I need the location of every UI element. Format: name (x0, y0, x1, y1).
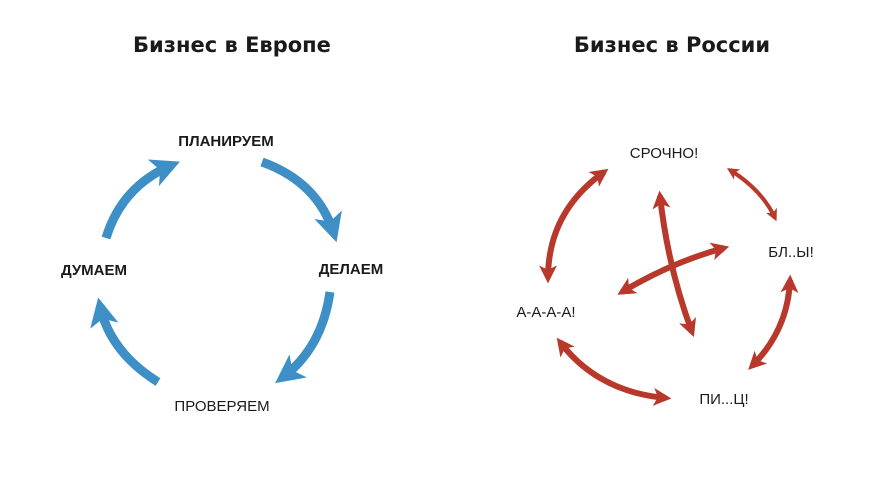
europe-node-check: ПРОВЕРЯЕМ (174, 398, 269, 415)
arrow-aaaa-to-urgent (539, 168, 609, 284)
arrow-check-to-think (90, 297, 161, 386)
arrow-urgent-to-blya (726, 168, 777, 222)
russia-title: Бизнес в России (574, 33, 770, 57)
europe-node-think: ДУМАЕМ (61, 262, 127, 279)
europe-node-plan: ПЛАНИРУЕМ (178, 133, 273, 150)
europe-node-do: ДЕЛАЕМ (319, 261, 384, 278)
europe-diagram: Бизнес в Европе ПЛАНИРУЕМ ДЕЛАЕМ ПРОВЕРЯ… (61, 33, 383, 415)
arrow-pizdec-to-aaaa (556, 337, 672, 406)
russia-node-pizdec: ПИ...Ц! (699, 391, 748, 408)
arrow-plan-to-do (260, 157, 342, 243)
russia-node-urgent: СРОЧНО! (630, 145, 699, 162)
arrow-think-to-plan (101, 159, 180, 240)
russia-diagram: Бизнес в России СРОЧНО! БЛ..Ы! ПИ...Ц! А… (516, 33, 813, 408)
arrow-center-horizontal (617, 242, 730, 295)
arrow-do-to-check (275, 291, 335, 384)
russia-node-aaaa: А-А-А-А! (516, 304, 575, 321)
europe-title: Бизнес в Европе (133, 33, 331, 57)
russia-node-blya: БЛ..Ы! (768, 244, 813, 261)
arrow-blya-to-pizdec (748, 274, 799, 370)
